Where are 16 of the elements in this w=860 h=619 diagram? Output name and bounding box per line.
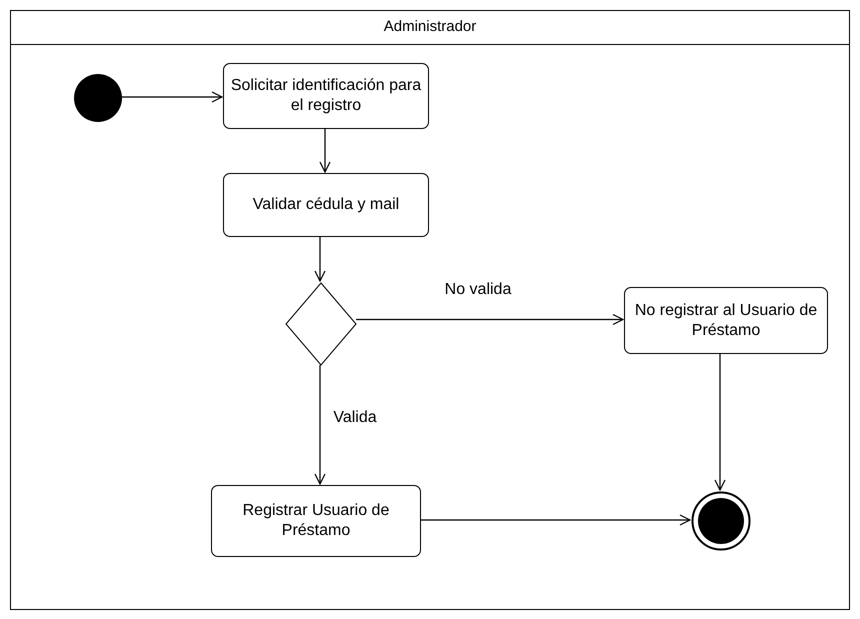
lane-title: Administrador <box>384 18 476 35</box>
arrow <box>714 353 726 491</box>
action-box: No registrar al Usuario de Préstamo <box>624 287 828 354</box>
arrow <box>122 91 223 103</box>
start-node <box>73 73 123 123</box>
swimlane <box>10 10 850 610</box>
arrow <box>314 365 326 485</box>
action-box: Solicitar identificación para el registro <box>223 63 429 129</box>
decision-diamond <box>285 282 357 366</box>
end-node <box>691 491 751 551</box>
arrow <box>314 236 326 282</box>
arrow <box>356 314 624 326</box>
arrow <box>420 514 691 526</box>
action-box: Validar cédula y mail <box>223 173 429 237</box>
action-box: Registrar Usuario de Préstamo <box>211 485 421 557</box>
arrow <box>319 128 331 173</box>
